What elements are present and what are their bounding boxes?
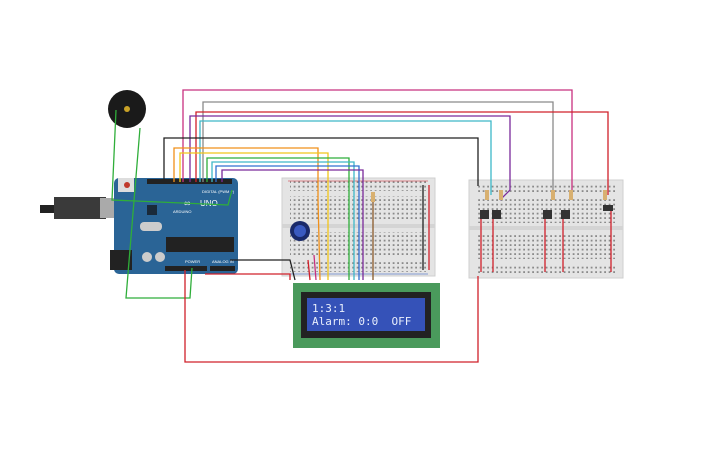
wire-black-gnd [230,259,296,281]
wire-green-1 [206,157,350,280]
digital-label: DIGITAL (PWM ~) [202,189,235,194]
lcd-16x2[interactable]: 1:3:1 Alarm: 0:0 OFF [293,283,440,348]
wire-blue [221,169,364,280]
lcd-line-2: Alarm: 0:0 OFF [312,315,411,328]
wire-yellow [179,152,329,200]
wire-black-top [163,137,479,186]
wire-lcd-pink [313,254,317,281]
slide-switch [603,205,613,211]
wire-red-loop [184,270,479,363]
uno-label: UNO [200,199,218,208]
piezo-buzzer[interactable] [108,90,146,128]
arduino-brand: ARDUINO [173,209,191,214]
wire-buzzer-2 [125,127,193,299]
resistors [371,190,607,202]
potentiometer[interactable] [290,221,310,241]
wire-cyan [199,120,492,195]
reset-button[interactable] [124,182,130,188]
breadboard-right[interactable] [468,179,624,279]
wire-red-power [205,273,291,280]
push-button-3 [543,210,552,219]
push-buttons[interactable] [480,205,613,219]
push-button-2 [492,210,501,219]
wires[interactable] [111,89,612,363]
lcd-line-1: 1:3:1 [312,302,345,315]
wire-pink [182,89,573,195]
wire-buzzer-1 [111,109,233,206]
wire-green-2 [211,161,355,280]
wire-green-3 [215,165,360,280]
wire-orange [173,147,319,200]
usb-cable [40,197,120,219]
push-button-4 [561,210,570,219]
wire-lcd-orange [317,199,321,281]
wire-lcd-red [307,259,311,281]
push-button-1 [480,210,489,219]
power-label: POWER [185,259,200,264]
analog-label: ANALOG IN [212,259,234,264]
wire-red-top [195,111,609,195]
wire-gray [202,101,554,195]
